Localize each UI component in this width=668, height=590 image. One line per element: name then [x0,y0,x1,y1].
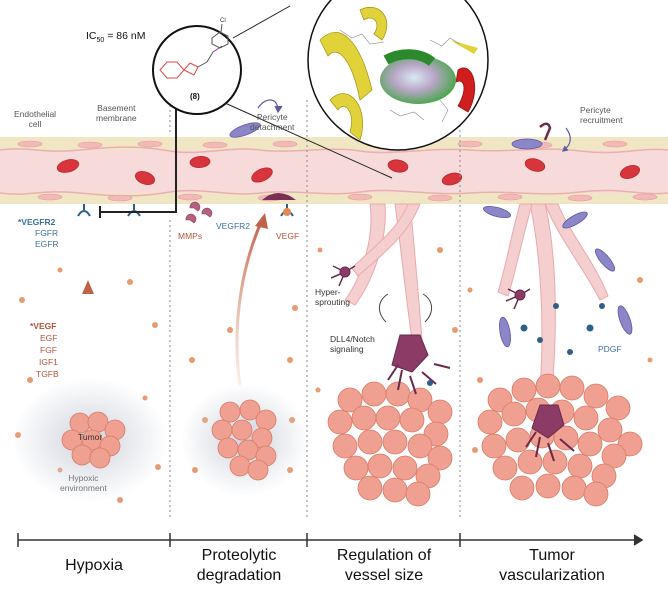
basement-membrane [0,137,668,204]
red-blood-cells [56,156,641,186]
label-egf: EGF [40,333,58,343]
tumor-vascularization [477,373,643,507]
label-pericyte-recruitment: Pericyte recruitment [580,105,623,125]
label-fgfr: FGFR [35,228,59,238]
dll4-arcs [379,293,432,323]
tip-cells [330,122,575,462]
pericytes [229,122,633,348]
label-dll4-notch: DLL4/Notch signaling [330,334,375,354]
stage-hypoxia: Hypoxia [65,557,123,574]
label-fgf: FGF [40,345,57,355]
mmps [185,201,213,224]
label-igf1: IGF1 [39,357,58,367]
bound-vegfr2 [262,193,296,216]
inhibition-line [99,88,177,218]
label-tumor: Tumor [78,432,103,442]
label-vegfr2-star: *VEGFR2 [18,217,56,227]
compound-structure [152,23,242,115]
pdgf-dots [427,303,605,386]
label-basement-membrane: Basement membrane [96,103,137,123]
label-vegf: VEGF [276,231,300,241]
compound-cl: Cl [220,18,226,24]
stage-proteolytic-degradation: Proteolytic degradation [196,547,282,584]
tumor-hypoxia [61,411,126,469]
gradient-arrows [82,213,268,390]
label-vegfr2: VEGFR2 [216,221,251,231]
blood-vessel [0,146,668,197]
label-egfr: EGFR [35,239,59,249]
vessel-sprouts [344,203,609,393]
tumor-regulation [327,381,453,507]
timeline-axis [17,533,644,547]
compound-label: (8) [190,92,200,101]
label-endothelial-cell: Endothelial cell [14,109,57,129]
label-vegf-star: *VEGF [30,321,57,331]
zoom-lines [224,5,393,179]
label-pericyte-detachment: Pericyte detachment [250,112,295,132]
ic50-label: IC50 = 86 nM [86,30,146,45]
label-hypoxic-environment: Hypoxic environment [60,473,107,493]
label-hyper-sprouting: Hyper- sprouting [315,287,350,307]
receptors [77,204,294,217]
tumor-proteolytic [211,399,277,481]
stage-regulation-vessel-size: Regulation of vessel size [336,547,432,584]
stage-tumor-vascularization: Tumor vascularization [499,547,605,584]
label-tgfb: TGFB [36,369,59,379]
pericyte-arrows [257,99,571,152]
label-mmps: MMPs [178,231,203,241]
protein-structure [307,0,489,151]
label-pdgf: PDGF [598,344,622,354]
